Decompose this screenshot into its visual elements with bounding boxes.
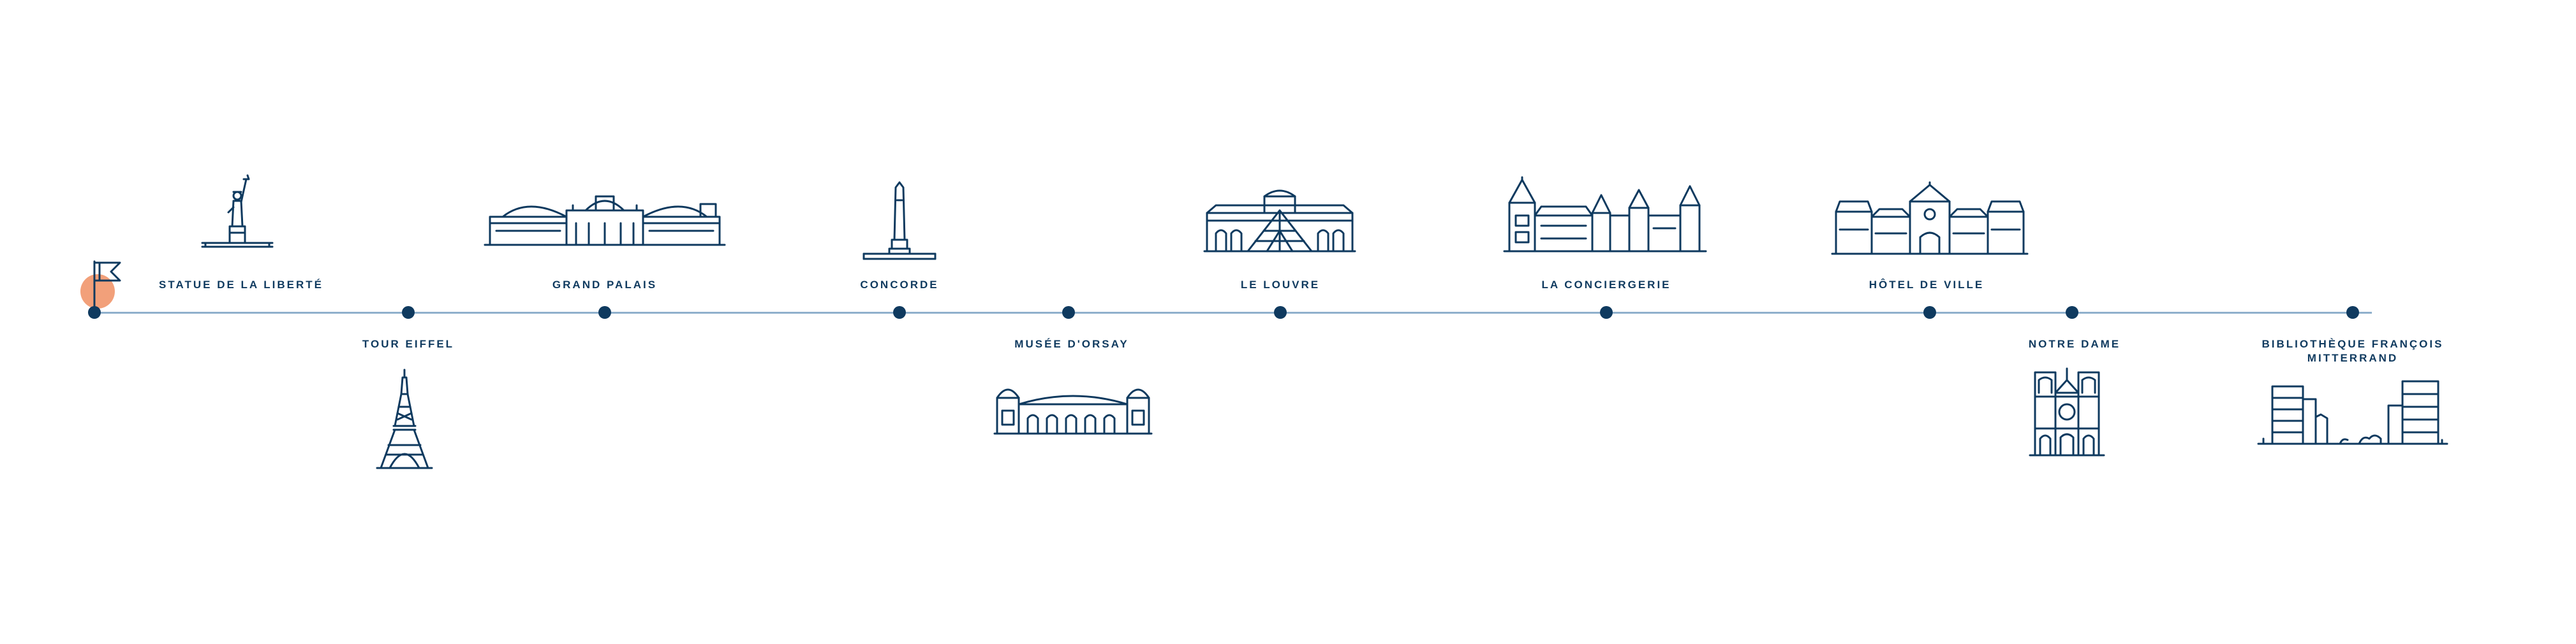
bibliotheque-icon <box>2257 376 2448 446</box>
statue-de-la-liberte-icon <box>199 174 276 252</box>
stop-label: LE LOUVRE <box>1240 279 1321 291</box>
stop-dot-concorde <box>893 306 906 319</box>
stop-label: HÔTEL DE VILLE <box>1869 279 1985 291</box>
louvre-pyramid-icon <box>1203 185 1356 255</box>
hotel-de-ville-icon <box>1831 181 2029 256</box>
stop-dot-bibliotheque <box>2346 306 2359 319</box>
stop-label: LA CONCIERGERIE <box>1541 279 1671 291</box>
stop-dot-start <box>88 306 101 319</box>
stop-dot-tour-eiffel <box>402 306 415 319</box>
timeline-line <box>94 312 2372 314</box>
stop-dot-la-conciergerie <box>1600 306 1613 319</box>
stop-label: MUSÉE D'ORSAY <box>1014 338 1129 350</box>
stop-label: GRAND PALAIS <box>552 279 658 291</box>
flag-icon <box>93 260 121 312</box>
stop-label: NOTRE DAME <box>2028 338 2121 350</box>
stop-label: TOUR EIFFEL <box>362 338 455 350</box>
notre-dame-icon <box>2029 367 2105 458</box>
stop-label: STATUE DE LA LIBERTÉ <box>158 279 324 291</box>
conciergerie-icon <box>1503 176 1707 254</box>
stop-label: BIBLIOTHÈQUE FRANÇOIS MITTERRAND <box>2261 338 2444 364</box>
tour-eiffel-icon <box>376 369 433 471</box>
stop-dot-le-louvre <box>1274 306 1287 319</box>
stop-label: CONCORDE <box>860 279 939 291</box>
start-marker <box>75 255 133 312</box>
musee-d-orsay-icon <box>993 379 1153 436</box>
concorde-obelisk-icon <box>861 181 938 261</box>
stop-dot-notre-dame <box>2066 306 2078 319</box>
grand-palais-icon <box>484 191 726 249</box>
stop-dot-hotel-de-ville <box>1923 306 1936 319</box>
stop-dot-grand-palais <box>598 306 611 319</box>
stop-dot-musee-d-orsay <box>1062 306 1075 319</box>
